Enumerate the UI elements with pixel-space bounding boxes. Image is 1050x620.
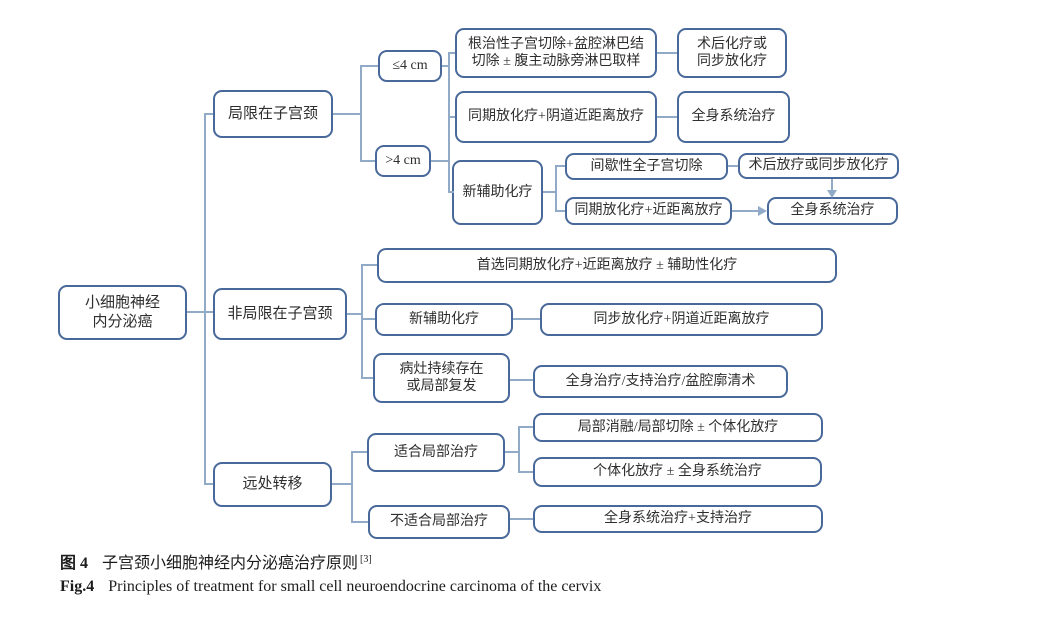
connector xyxy=(332,483,353,485)
connector xyxy=(361,318,375,320)
connector xyxy=(360,65,378,67)
node-le4cm: ≤4 cm xyxy=(378,50,442,82)
node-neoadjuvant-chemo-1: 新辅助化疗 xyxy=(452,160,543,225)
connector xyxy=(204,483,213,485)
connector xyxy=(555,165,557,212)
connector xyxy=(518,426,533,428)
connector xyxy=(518,471,533,473)
node-systemic-plus-supportive: 全身系统治疗+支持治疗 xyxy=(533,505,823,533)
connector xyxy=(518,426,520,473)
node-localized: 局限在子宫颈 xyxy=(213,90,333,138)
caption-en-text: Principles of treatment for small cell n… xyxy=(108,578,602,595)
connector xyxy=(657,116,677,118)
connector xyxy=(187,311,213,313)
connector xyxy=(510,518,533,520)
node-nonlocalized: 非局限在子宫颈 xyxy=(213,288,347,340)
caption-zh: 图 4 子宫颈小细胞神经内分泌癌治疗原则[3] xyxy=(60,549,372,573)
connector xyxy=(360,160,375,162)
caption-en: Fig.4 Principles of treatment for small c… xyxy=(60,578,601,596)
node-distant-metastasis: 远处转移 xyxy=(213,462,332,507)
node-systemic-therapy-2: 全身系统治疗 xyxy=(767,197,898,225)
connector xyxy=(728,165,738,167)
node-individualized-rt-systemic: 个体化放疗 ± 全身系统治疗 xyxy=(533,457,822,487)
caption-zh-label: 图 4 xyxy=(60,555,89,572)
node-persistent-or-recurrent: 病灶持续存在 或局部复发 xyxy=(373,353,510,403)
connector xyxy=(361,377,373,379)
connector xyxy=(351,521,368,523)
connector xyxy=(361,264,363,379)
connector xyxy=(431,160,450,162)
node-postop-chemo-or-ccrt: 术后化疗或 同步放化疗 xyxy=(677,28,787,78)
connector xyxy=(543,191,557,193)
connector xyxy=(351,451,353,523)
connector xyxy=(204,113,206,485)
connector xyxy=(505,451,520,453)
node-systemic-supportive-exenteration: 全身治疗/支持治疗/盆腔廓清术 xyxy=(533,365,788,398)
node-unsuitable-local-therapy: 不适合局部治疗 xyxy=(368,505,510,539)
node-systemic-therapy-1: 全身系统治疗 xyxy=(677,91,790,143)
caption-zh-text: 子宫颈小细胞神经内分泌癌治疗原则 xyxy=(102,555,359,572)
connector xyxy=(657,52,677,54)
connector xyxy=(555,165,565,167)
connector xyxy=(448,116,455,118)
node-postop-rt-or-ccrt: 术后放疗或同步放化疗 xyxy=(738,153,899,179)
node-root: 小细胞神经 内分泌癌 xyxy=(58,285,187,340)
node-suitable-local-therapy: 适合局部治疗 xyxy=(367,433,505,472)
connector xyxy=(732,210,760,212)
node-radical-hysterectomy: 根治性子宫切除+盆腔淋巴结 切除 ± 腹主动脉旁淋巴取样 xyxy=(455,28,657,78)
connector xyxy=(347,313,363,315)
node-preferred-ccrt-brachy-adjuvant: 首选同期放化疗+近距离放疗 ± 辅助性化疗 xyxy=(377,248,837,283)
connector xyxy=(351,451,367,453)
right-arrowhead xyxy=(758,206,767,216)
connector xyxy=(831,179,833,191)
connector xyxy=(510,379,533,381)
node-gt4cm: >4 cm xyxy=(375,145,431,177)
connector xyxy=(448,52,450,193)
node-ccrt-vaginal-brachy-2: 同步放化疗+阴道近距离放疗 xyxy=(540,303,823,336)
node-neoadjuvant-chemo-2: 新辅助化疗 xyxy=(375,303,513,336)
down-arrowhead xyxy=(827,190,837,198)
connector xyxy=(555,210,565,212)
connector xyxy=(513,318,540,320)
caption-en-label: Fig.4 xyxy=(60,578,95,595)
connector xyxy=(361,264,377,266)
connector xyxy=(204,113,213,115)
node-interval-hysterectomy: 间歇性全子宫切除 xyxy=(565,153,728,180)
connector xyxy=(448,191,454,193)
caption-zh-reference: [3] xyxy=(360,553,372,565)
connector xyxy=(448,52,455,54)
node-ablation-resection-rt: 局部消融/局部切除 ± 个体化放疗 xyxy=(533,413,823,442)
node-ccrt-vaginal-brachy: 同期放化疗+阴道近距离放疗 xyxy=(455,91,657,143)
node-ccrt-brachy: 同期放化疗+近距离放疗 xyxy=(565,197,732,225)
connector xyxy=(442,65,450,67)
connector xyxy=(333,113,362,115)
connector xyxy=(360,65,362,162)
